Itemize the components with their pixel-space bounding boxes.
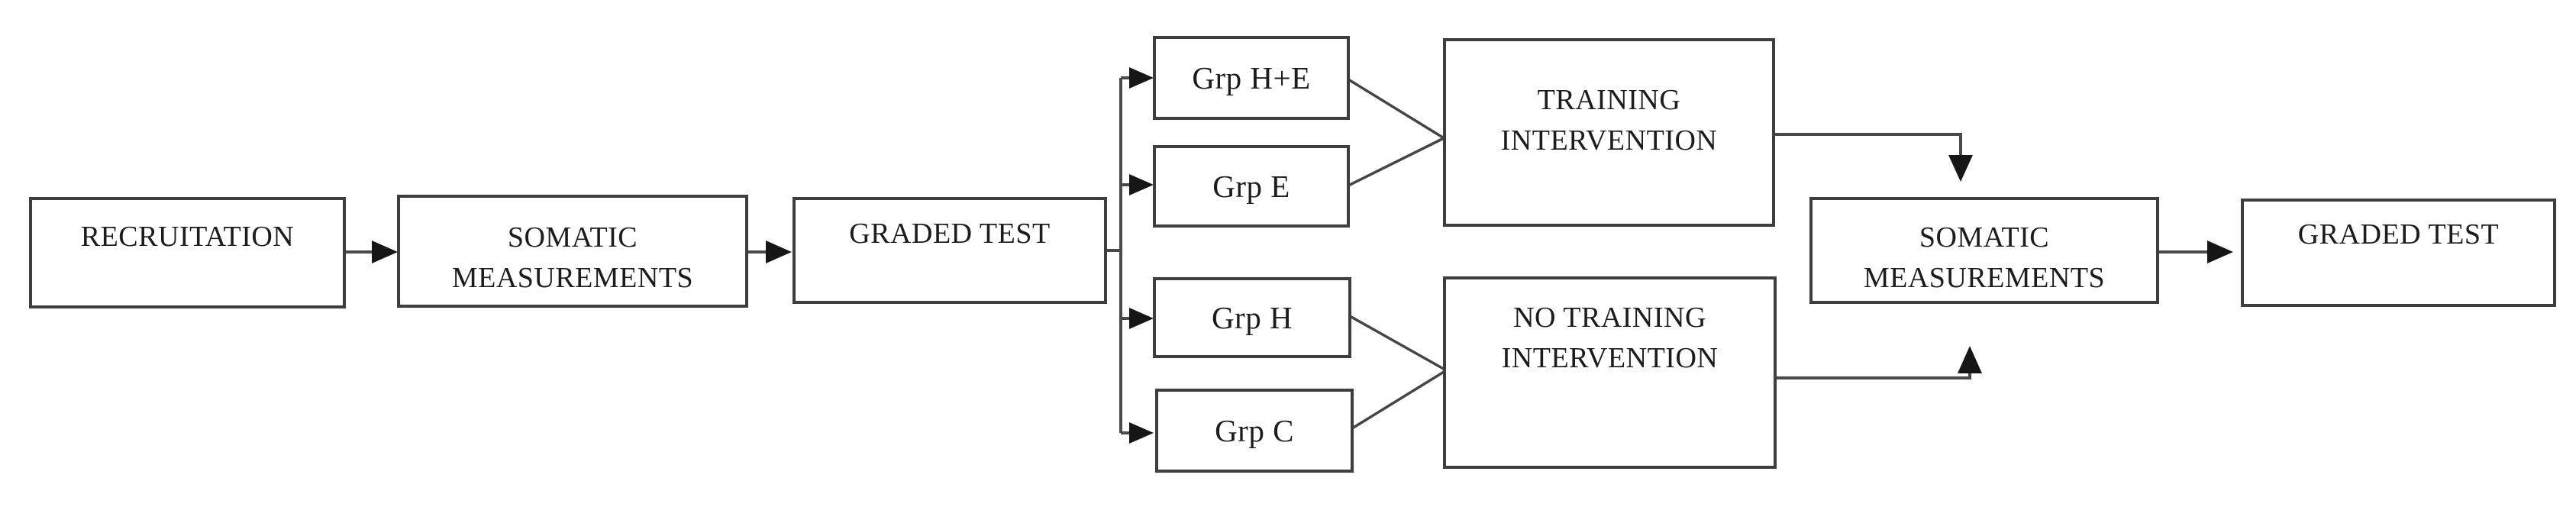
node-training-intervention: TRAINING INTERVENTION	[1443, 38, 1775, 227]
node-label: Grp H	[1211, 299, 1293, 335]
arrow-training-to-somatic	[1774, 133, 1973, 182]
node-grp-e: Grp E	[1153, 145, 1350, 228]
node-grp-c: Grp C	[1155, 389, 1354, 473]
node-label: GRADED TEST	[2297, 218, 2500, 250]
node-grp-h-e: Grp H+E	[1153, 36, 1350, 120]
node-somatic-measurements-pre: SOMATIC MEASUREMENTS	[397, 195, 748, 308]
node-label: RECRUITATION	[80, 221, 295, 253]
node-graded-test-pre: GRADED TEST	[792, 197, 1107, 304]
node-label: NO TRAINING INTERVENTION	[1501, 302, 1719, 374]
node-grp-h: Grp H	[1153, 277, 1351, 358]
arrow-no-training-to-somatic	[1775, 346, 1982, 379]
node-no-training-intervention: NO TRAINING INTERVENTION	[1443, 276, 1777, 469]
node-graded-test-post: GRADED TEST	[2241, 199, 2556, 307]
merge-lines-training	[1348, 78, 1446, 187]
node-label: Grp H+E	[1192, 60, 1311, 95]
node-label: Grp C	[1215, 412, 1294, 448]
arrow-recruitation-to-somatic	[344, 241, 398, 263]
arrow-somatic-to-graded	[747, 241, 792, 263]
merge-lines-no-training	[1349, 315, 1448, 430]
node-label: TRAINING INTERVENTION	[1500, 84, 1718, 157]
node-label: SOMATIC MEASUREMENTS	[451, 221, 694, 294]
branch-split-connector	[1106, 67, 1154, 444]
node-label: SOMATIC MEASUREMENTS	[1863, 221, 2106, 294]
node-label: GRADED TEST	[849, 218, 1051, 250]
node-recruitation: RECRUITATION	[29, 197, 346, 308]
arrow-somatic-to-graded-final	[2158, 241, 2233, 263]
node-somatic-measurements-post: SOMATIC MEASUREMENTS	[1809, 197, 2159, 304]
node-label: Grp E	[1212, 168, 1290, 204]
